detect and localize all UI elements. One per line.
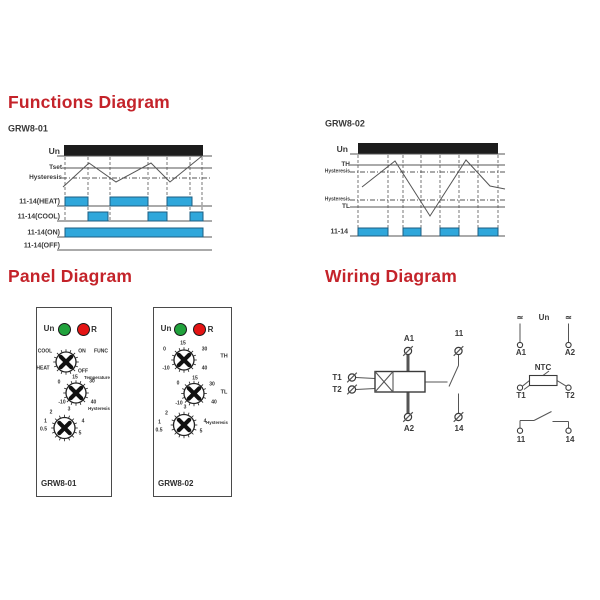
knob-scale-label: Temperature [84, 374, 110, 380]
knob-scale-label: 1 [158, 419, 161, 426]
knob-handle [186, 386, 202, 401]
screw-terminal-slash [453, 411, 464, 423]
knob-scale-label: 0 [163, 346, 166, 352]
knob-scale-label: 3 [183, 404, 187, 411]
power-led [174, 323, 187, 336]
signal-on-bar [109, 196, 149, 207]
signal-on-bar [64, 196, 89, 207]
knob-scale-label: 30 [201, 346, 208, 353]
knob-scale-label: 3 [67, 406, 71, 413]
signal-on-bar [147, 211, 168, 222]
signal-on-bar [357, 227, 389, 237]
signal-on-bar [402, 227, 422, 237]
relay-led-label: R [91, 324, 97, 334]
wiring-line [533, 411, 552, 421]
knob-handle [68, 385, 84, 401]
knob-scale-label: ON [78, 348, 86, 354]
relay-led [193, 323, 206, 336]
knob-handle [58, 354, 74, 370]
panel-knob-canvas [51, 349, 89, 442]
knob-scale-label: -10 [175, 400, 183, 407]
open-terminal [516, 384, 524, 391]
knob-scale-label: -10 [58, 399, 66, 405]
functions-diagram-heading: Functions Diagram [8, 92, 170, 112]
knob-scale-label: 15 [180, 340, 186, 347]
temperature-curve [62, 155, 203, 188]
signal-on-bar [64, 227, 204, 238]
supply-voltage-bar [358, 143, 498, 154]
coil-x-mark [374, 371, 394, 393]
screw-terminal-slash [402, 411, 414, 423]
screw-terminal-slash [346, 384, 358, 395]
knob-scale-label: 0 [57, 379, 61, 385]
knob-scale-label: Hysteresis [206, 419, 228, 425]
knob-scale-label: 0.5 [155, 427, 163, 433]
knob-scale-label: 15 [72, 374, 78, 381]
ntc-thermistor-box [528, 374, 558, 387]
knob-scale-label: 30 [89, 378, 95, 385]
open-terminal [565, 384, 572, 391]
power-led [57, 323, 71, 336]
signal-on-bar [189, 211, 204, 222]
open-terminal [516, 427, 524, 434]
knob-scale-label: 1 [44, 418, 47, 425]
panel-model-label: GRW8-02 [158, 479, 194, 488]
wiring-line [448, 365, 459, 387]
knob-scale-label: 40 [201, 365, 208, 372]
knob-scale-label: 5 [199, 428, 203, 435]
power-led-label: Un [160, 324, 172, 333]
panel-diagram-heading: Panel Diagram [8, 266, 133, 286]
supply-voltage-bar [64, 145, 203, 156]
wiring-line [355, 388, 376, 390]
knob-scale-label: TL [220, 389, 228, 396]
open-terminal [565, 341, 572, 349]
knob-scale-label: 15 [192, 375, 198, 381]
wiring-diagram-heading: Wiring Diagram [325, 266, 457, 286]
knob-scale-label: 40 [211, 399, 217, 406]
panel-model-label: GRW8-01 [41, 479, 77, 488]
knob-handle [176, 417, 192, 433]
knob-scale-label: 5 [78, 430, 82, 436]
relay-led [76, 323, 90, 336]
knob-scale-label: COOL [37, 348, 53, 354]
signal-on-bar [439, 227, 460, 237]
knob-scale-label: 40 [90, 399, 97, 406]
knob-scale-label: Hysteresis [88, 405, 110, 411]
wiring-line [522, 380, 530, 387]
relay-led-label: R [207, 324, 214, 334]
relay-coil-box [374, 370, 426, 393]
signal-on-bar [477, 227, 499, 237]
wiring-line [556, 380, 567, 387]
knob-scale-label: OFF [78, 368, 88, 375]
knob-scale-label: 4 [81, 418, 85, 425]
knob-scale-label: 4 [203, 418, 207, 425]
knob-scale-label: 2 [49, 409, 53, 415]
knob-scale-label: 2 [165, 410, 168, 417]
signal-on-bar [166, 196, 193, 207]
temperature-curve [361, 159, 506, 217]
signal-on-bar [87, 211, 109, 222]
power-led-label: Un [43, 324, 55, 333]
screw-terminal-slash [346, 372, 358, 383]
panel-knob-canvas [170, 347, 207, 439]
screw-terminal-slash [453, 345, 464, 357]
wiring-line [355, 377, 376, 379]
knob-scale-label: HEAT [36, 365, 50, 371]
knob-handle [57, 420, 72, 436]
screw-terminal-slash [402, 345, 414, 357]
knob-scale-label: 0 [176, 380, 180, 387]
open-terminal [516, 341, 524, 349]
knob-scale-label: 0.5 [40, 426, 47, 433]
knob-scale-label: -10 [162, 365, 170, 372]
open-terminal [565, 427, 572, 434]
knob-scale-label: 30 [209, 381, 215, 388]
knob-scale-label: FUNC [94, 348, 108, 355]
knob-handle [176, 352, 192, 368]
knob-scale-label: TH [220, 353, 228, 360]
